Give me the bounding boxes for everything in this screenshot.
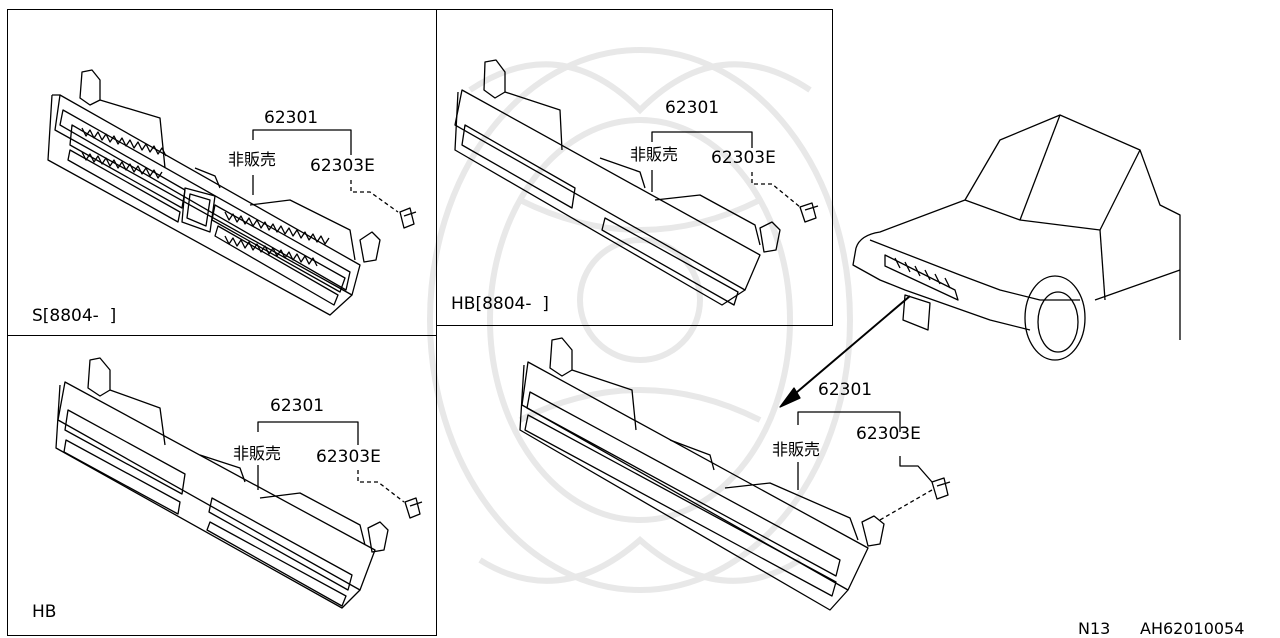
not-for-sale-label: 非販売 — [233, 444, 282, 463]
section-code: N13 — [1078, 619, 1111, 638]
leader-lines-3 — [257, 421, 405, 503]
leader-lines-4 — [797, 411, 933, 521]
part-number-label: 62301 — [818, 380, 873, 400]
not-for-sale-label: 非販売 — [772, 440, 821, 459]
not-for-sale-label: 非販売 — [630, 145, 679, 164]
leader-lines-2 — [651, 131, 801, 208]
clip-part-label: 62303E — [856, 424, 921, 444]
panel-hb — [7, 335, 437, 636]
grille-icon — [55, 357, 389, 609]
clip-icon — [799, 202, 819, 223]
clip-part-label: 62303E — [316, 447, 381, 467]
clip-icon — [931, 477, 951, 500]
clip-icon — [399, 207, 417, 229]
part-number-label: 62301 — [264, 108, 319, 128]
variant-label: HB — [32, 602, 57, 622]
clip-part-label: 62303E — [711, 148, 776, 168]
panel-hb-8804 — [436, 9, 833, 326]
grille-icon — [454, 59, 781, 306]
grille-icon — [519, 337, 885, 611]
variant-label: S[8804- ] — [32, 306, 117, 326]
arrow-icon — [779, 295, 911, 408]
diagram-id: AH62010054 — [1140, 619, 1245, 638]
part-number-label: 62301 — [270, 396, 325, 416]
part-number-label: 62301 — [665, 98, 720, 118]
car-front-icon — [852, 114, 1181, 361]
clip-part-label: 62303E — [310, 156, 375, 176]
not-for-sale-label: 非販売 — [228, 150, 277, 169]
leader-lines-1 — [252, 129, 399, 213]
variant-label: HB[8804- ] — [451, 294, 549, 314]
grille-icon — [47, 69, 381, 316]
clip-icon — [404, 497, 423, 519]
